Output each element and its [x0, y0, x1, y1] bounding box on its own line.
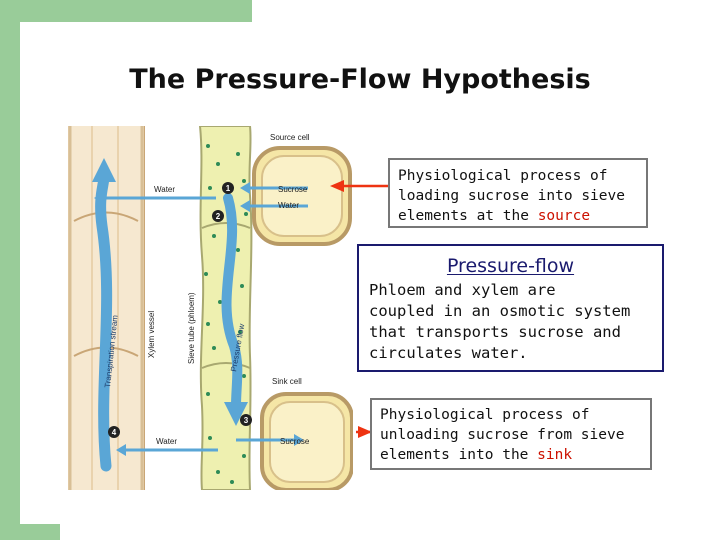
water-label-top: Water [154, 185, 175, 194]
accent-bar-bottom [0, 524, 60, 540]
svg-text:1: 1 [226, 184, 231, 193]
xylem-vessel-label: Xylem vessel [147, 311, 156, 358]
svg-text:2: 2 [216, 212, 221, 221]
pressure-flow-arrow [221, 193, 248, 426]
sink-cell-label: Sink cell [272, 377, 302, 386]
pressure-note-line-1: Phloem and xylem are [369, 281, 556, 299]
sucrose-arrow-source [240, 182, 308, 194]
red-arrow-sink [356, 426, 372, 438]
sucrose-arrow-sink [236, 434, 304, 446]
red-arrow-source [330, 180, 388, 192]
source-note-line-3: elements at the source [398, 206, 638, 226]
accent-bar-top [0, 0, 252, 22]
pressure-flow-body: Phloem and xylem are coupled in an osmot… [369, 280, 652, 364]
sink-highlight: sink [537, 447, 573, 463]
source-cell-label: Source cell [270, 133, 310, 142]
phloem-xylem-diagram: Source cell Sink cell Transpiration stre… [68, 126, 353, 490]
sink-note-line-3-text: elements into the [380, 447, 538, 463]
source-cell [252, 146, 352, 246]
accent-bar-left [0, 0, 20, 540]
sucrose-label-sink: Sucrose [280, 437, 310, 446]
pressure-flow-note: Pressure-flow Phloem and xylem are coupl… [357, 244, 664, 372]
source-note-line-2: loading sucrose into sieve [398, 188, 625, 204]
pressure-flow-heading: Pressure-flow [446, 255, 575, 277]
svg-text:3: 3 [244, 416, 249, 425]
sink-cell [260, 392, 353, 490]
transpiration-arrow [92, 158, 116, 472]
water-arrow-top [94, 192, 216, 204]
water-arrow-source [240, 200, 308, 212]
water-label-source: Water [278, 201, 299, 210]
step-marker-2: 2 [212, 210, 224, 222]
pressure-note-line-4: circulates water. [369, 344, 528, 362]
step-marker-3: 3 [240, 414, 252, 426]
source-loading-note: Physiological process of loading sucrose… [388, 158, 648, 228]
water-label-bottom: Water [156, 437, 177, 446]
page-title: The Pressure-Flow Hypothesis [129, 64, 591, 95]
source-note-line-3-text: elements at the [398, 208, 538, 224]
sink-note-line-1: Physiological process of [380, 407, 590, 423]
step-marker-4: 4 [108, 426, 120, 438]
step-marker-1: 1 [222, 182, 234, 194]
source-highlight: source [537, 208, 591, 224]
pressure-note-line-2: coupled in an osmotic system [369, 302, 631, 320]
sieve-tube-label: Sieve tube (phloem) [187, 292, 196, 364]
sink-note-line-2: unloading sucrose from sieve [380, 427, 625, 443]
water-arrow-bottom [116, 444, 218, 456]
sink-unloading-note: Physiological process of unloading sucro… [370, 398, 652, 470]
svg-text:4: 4 [112, 428, 117, 437]
pressure-note-line-3: that transports sucrose and [369, 323, 621, 341]
sucrose-label-source: Sucrose [278, 185, 308, 194]
source-note-line-1: Physiological process of [398, 168, 608, 184]
sink-note-line-3: elements into the sink [380, 445, 642, 465]
